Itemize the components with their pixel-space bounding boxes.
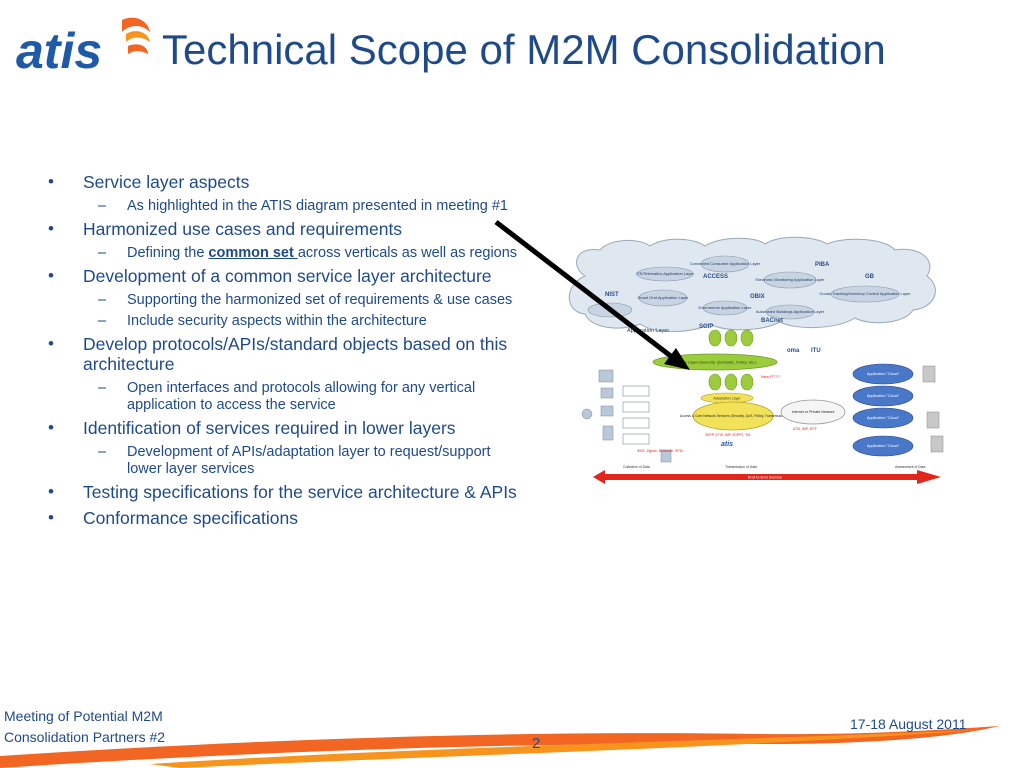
bubble-label-its: ITS/Telematics Application Layer xyxy=(636,271,694,276)
bubble-label-ecommerce: Ecommerce Application Layer xyxy=(699,305,753,310)
sub-bullet-1-1: As highlighted in the ATIS diagram prese… xyxy=(48,198,518,215)
app-cloud-4 xyxy=(852,435,914,457)
slide-title: Technical Scope of M2M Consolidation xyxy=(162,26,886,73)
internet-cloud xyxy=(780,399,846,425)
device-box-3 xyxy=(622,417,650,429)
logo-gb: GB xyxy=(865,274,875,280)
core-network-cloud xyxy=(692,401,774,431)
protocol-label-right: ATIS, IMP, IETF xyxy=(793,427,817,431)
transmission-label: Transmission of Data xyxy=(725,465,757,469)
atis-logo: atis xyxy=(16,17,150,76)
app-layer-label: Application Layer xyxy=(627,328,669,334)
app-cloud-label-2: Application "Cloud" xyxy=(867,394,900,398)
sub-bullet-3-1: Supporting the harmonized set of require… xyxy=(48,292,518,309)
device-icon-3 xyxy=(600,405,614,417)
bullet-6: Testing specifications for the service a… xyxy=(48,482,518,502)
diagram-atis-mini-logo: atis xyxy=(721,441,733,448)
logo-sgip: SGIP xyxy=(699,324,713,330)
logo-access: ACCESS xyxy=(703,274,728,280)
server-icon-3 xyxy=(930,435,944,453)
bullet-4: Develop protocols/APIs/standard objects … xyxy=(48,334,518,374)
server-icon-2 xyxy=(926,411,940,429)
adaptation-layer-label: Adaptation Layer xyxy=(713,397,741,401)
sub-bullet-2-1-pre: Defining the xyxy=(127,245,209,261)
bubble-label-consumer: Connected Consumer Application Layer xyxy=(690,261,761,266)
bullet-5: Identification of services required in l… xyxy=(48,418,518,438)
protocol-label-mid: 3GPP, ETSI, IMP, 3GPP2, TIA xyxy=(705,433,751,437)
protocol-label-left: IEEE, Zigbee, Bluetooth, RFID xyxy=(637,449,684,453)
app-cloud-3 xyxy=(852,407,914,429)
core-network-label: Access & Core Network Services (Security… xyxy=(680,414,786,418)
app-bubble-tracking xyxy=(830,285,900,303)
sub-bullet-2-1: Defining the common set across verticals… xyxy=(48,245,518,262)
app-bubble-vertical xyxy=(587,302,633,318)
service-node-4 xyxy=(708,373,722,391)
app-cloud-label-3: Application "Cloud" xyxy=(867,416,900,420)
device-box-2 xyxy=(622,401,650,413)
sub-bullet-3-2: Include security aspects within the arch… xyxy=(48,313,518,330)
app-cloud-1 xyxy=(852,363,914,385)
bubble-label-smartgrid: Smart Grid Application Layer xyxy=(638,295,690,300)
logo-obix: OBIX xyxy=(750,294,765,300)
footer-date: 17-18 August 2011 xyxy=(850,716,967,732)
globe-icon xyxy=(581,408,593,420)
bullet-2: Harmonized use cases and requirements xyxy=(48,219,518,239)
service-node-6 xyxy=(740,373,754,391)
internet-label: Internet or Private Network xyxy=(792,410,835,414)
device-box-1 xyxy=(622,385,650,397)
sub-bullet-5-1: Development of APIs/adaptation layer to … xyxy=(48,444,518,478)
logo-bacnet: BACnet xyxy=(761,318,783,324)
end-to-end-arrow xyxy=(593,470,941,484)
app-cloud-label-1: Application "Cloud" xyxy=(867,372,900,376)
logo-piba: PIBA xyxy=(815,262,830,268)
device-icon-5 xyxy=(660,449,672,463)
collection-label: Collection of Data xyxy=(623,465,650,469)
atis-architecture-diagram: Connected Consumer Application Layer ITS… xyxy=(568,236,944,484)
app-bubble-monitoring xyxy=(763,271,817,289)
server-icon-1 xyxy=(922,365,936,383)
bubble-label-buildings: Automated Buildings Application Layer xyxy=(756,309,825,314)
bullet-7: Conformance specifications xyxy=(48,508,518,528)
sub-bullet-2-1-post: across verticals as well as regions xyxy=(297,245,518,261)
assessment-label: Assessment of Data xyxy=(895,465,925,469)
application-cloud xyxy=(568,236,936,332)
app-bubble-ecommerce xyxy=(702,300,748,316)
service-node-5 xyxy=(724,373,738,391)
logo-text: atis xyxy=(16,23,102,76)
app-bubble-buildings xyxy=(765,304,815,320)
device-box-4 xyxy=(622,433,650,445)
app-cloud-2 xyxy=(852,385,914,407)
footer-meeting: Meeting of Potential M2M Consolidation P… xyxy=(4,708,166,745)
service-node-2 xyxy=(724,329,738,347)
device-icon-1 xyxy=(598,369,614,383)
device-icon-2 xyxy=(600,387,614,399)
logo-swirl-icon xyxy=(122,17,150,54)
page-number: 2 xyxy=(532,735,541,752)
bullet-1: Service layer aspects xyxy=(48,172,518,192)
common-set-emphasis: common set xyxy=(208,245,298,261)
bullet-3: Development of a common service layer ar… xyxy=(48,266,518,286)
new-pt-label: New PT?? xyxy=(761,374,780,379)
service-layer-label: Service Layer (Security, QoS/QoE, Policy… xyxy=(674,360,758,365)
app-cloud-label-4: Application "Cloud" xyxy=(867,444,900,448)
bullet-list: Service layer aspects As highlighted in … xyxy=(48,172,518,534)
bubble-label-tracking: Goods Tracking/Inventory Control Applica… xyxy=(819,291,911,296)
device-icon-4 xyxy=(602,425,614,441)
logo-itu: ITU xyxy=(811,348,821,354)
service-node-1 xyxy=(708,329,722,347)
logo-oma: oma xyxy=(787,348,800,354)
service-node-3 xyxy=(740,329,754,347)
app-bubble-consumer xyxy=(700,255,750,273)
bubble-label-monitoring: Electronic Monitoring Application Layer xyxy=(756,277,826,282)
logo-nist: NIST xyxy=(605,292,619,298)
end-to-end-label: End to End Service xyxy=(748,475,783,480)
sub-bullet-4-1: Open interfaces and protocols allowing f… xyxy=(48,380,518,414)
